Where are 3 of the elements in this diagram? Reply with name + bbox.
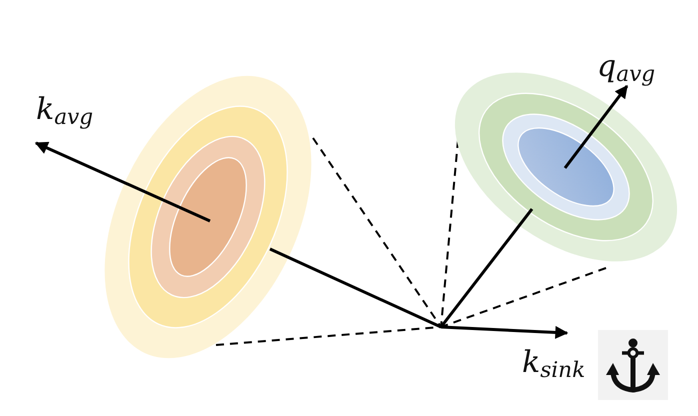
math-label: k$_{sink}$ <box>522 348 586 382</box>
math-label: q$_{avg}$ <box>597 52 656 86</box>
math-label: k$_{avg}$ <box>36 95 94 128</box>
